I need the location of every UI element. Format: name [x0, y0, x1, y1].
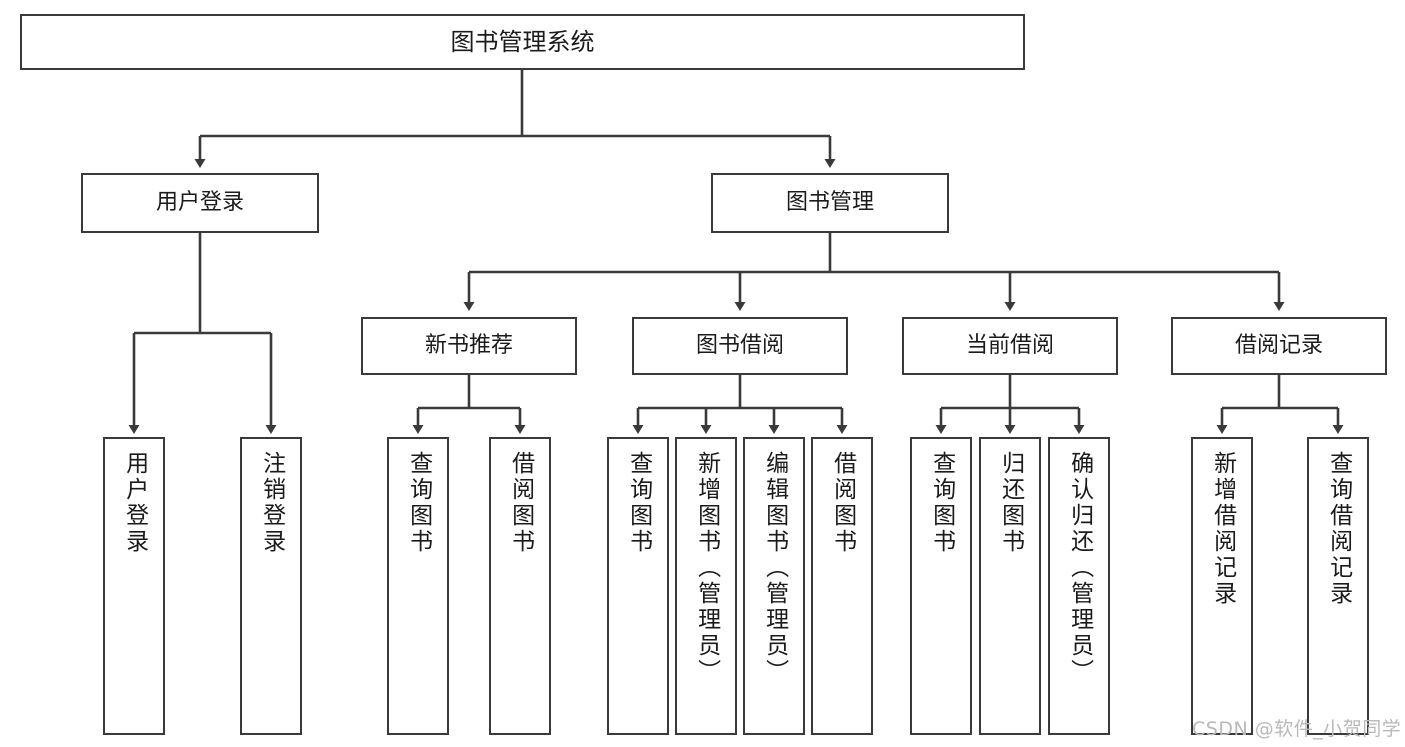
leaf-borrow-book-1[interactable]: 借阅图书 — [489, 437, 551, 735]
node-book-manage[interactable]: 图书管理 — [711, 173, 949, 233]
node-book-manage-label: 图书管理 — [785, 190, 874, 216]
node-root[interactable]: 图书管理系统 — [20, 14, 1025, 70]
leaf-return-book-label: 归还图书 — [997, 451, 1024, 555]
leaf-confirm-return[interactable]: 确认归还（管理员） — [1048, 437, 1110, 735]
leaf-query-book-3-label: 查询图书 — [928, 451, 955, 555]
leaf-user-login[interactable]: 用户登录 — [103, 437, 165, 735]
leaf-query-book-1-label: 查询图书 — [405, 451, 432, 555]
leaf-query-record[interactable]: 查询借阅记录 — [1307, 437, 1369, 735]
node-borrow-record[interactable]: 借阅记录 — [1171, 317, 1387, 375]
leaf-edit-book-label: 编辑图书（管理员） — [761, 451, 788, 685]
node-new-book-rec-label: 新书推荐 — [424, 333, 513, 359]
leaf-query-book-3[interactable]: 查询图书 — [910, 437, 972, 735]
leaf-query-book-2-label: 查询图书 — [625, 451, 652, 555]
leaf-borrow-book-1-label: 借阅图书 — [507, 451, 534, 555]
leaf-edit-book[interactable]: 编辑图书（管理员） — [743, 437, 805, 735]
node-new-book-rec[interactable]: 新书推荐 — [361, 317, 577, 375]
leaf-return-book[interactable]: 归还图书 — [979, 437, 1041, 735]
node-book-borrow-label: 图书借阅 — [695, 333, 784, 359]
leaf-user-login-label: 用户登录 — [121, 451, 148, 555]
node-current-borrow[interactable]: 当前借阅 — [902, 317, 1118, 375]
leaf-query-book-1[interactable]: 查询图书 — [387, 437, 449, 735]
leaf-borrow-book-2[interactable]: 借阅图书 — [811, 437, 873, 735]
node-current-borrow-label: 当前借阅 — [965, 333, 1054, 359]
leaf-add-record-label: 新增借阅记录 — [1209, 451, 1236, 607]
leaf-add-book[interactable]: 新增图书（管理员） — [675, 437, 737, 735]
node-book-borrow[interactable]: 图书借阅 — [632, 317, 848, 375]
node-root-label: 图书管理系统 — [450, 27, 595, 56]
leaf-borrow-book-2-label: 借阅图书 — [829, 451, 856, 555]
leaf-confirm-return-label: 确认归还（管理员） — [1066, 451, 1093, 685]
leaf-logout-label: 注销登录 — [258, 451, 285, 555]
csdn-watermark: CSDN @软件_小贺同学 — [1192, 714, 1401, 741]
node-user-login-label: 用户登录 — [155, 190, 244, 216]
leaf-query-record-label: 查询借阅记录 — [1325, 451, 1352, 607]
leaf-query-book-2[interactable]: 查询图书 — [607, 437, 669, 735]
csdn-watermark-text: CSDN @软件_小贺同学 — [1192, 718, 1402, 740]
leaf-add-book-label: 新增图书（管理员） — [693, 451, 720, 685]
leaf-logout[interactable]: 注销登录 — [240, 437, 302, 735]
node-borrow-record-label: 借阅记录 — [1234, 333, 1323, 359]
leaf-add-record[interactable]: 新增借阅记录 — [1191, 437, 1253, 735]
node-user-login[interactable]: 用户登录 — [81, 173, 319, 233]
